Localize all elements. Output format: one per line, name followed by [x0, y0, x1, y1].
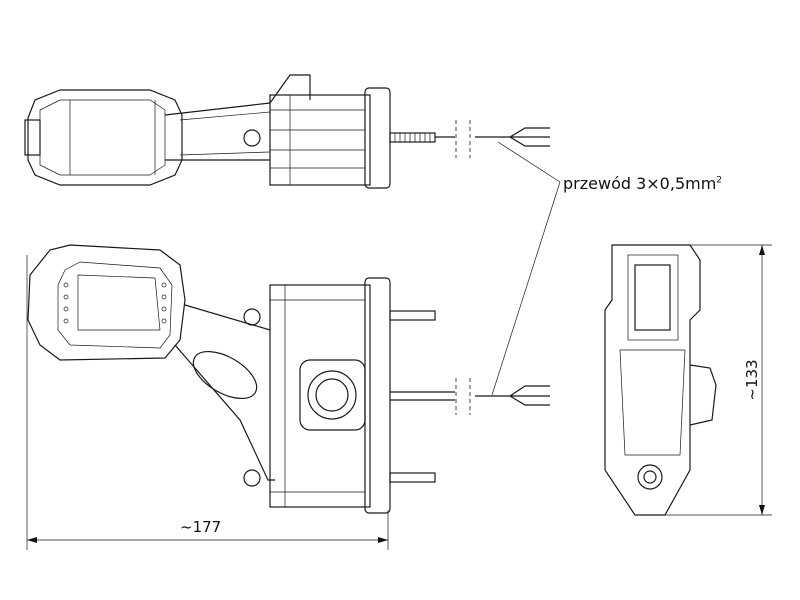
height-dimension-line: [665, 244, 772, 516]
led-dots: [63, 282, 167, 324]
width-dimension-line: [26, 255, 389, 550]
wire-spec-superscript: 2: [716, 175, 723, 186]
side-view: [27, 244, 550, 514]
height-dimension-label: ~133: [743, 359, 761, 401]
wire-spec-text: przewód 3×0,5mm: [563, 174, 717, 193]
top-view: [24, 74, 550, 189]
wire-leader-lines: [491, 141, 561, 396]
front-view: [604, 244, 717, 516]
wire-spec-label: przewód 3×0,5mm2: [563, 174, 722, 193]
width-dimension-label: ~177: [180, 518, 222, 536]
